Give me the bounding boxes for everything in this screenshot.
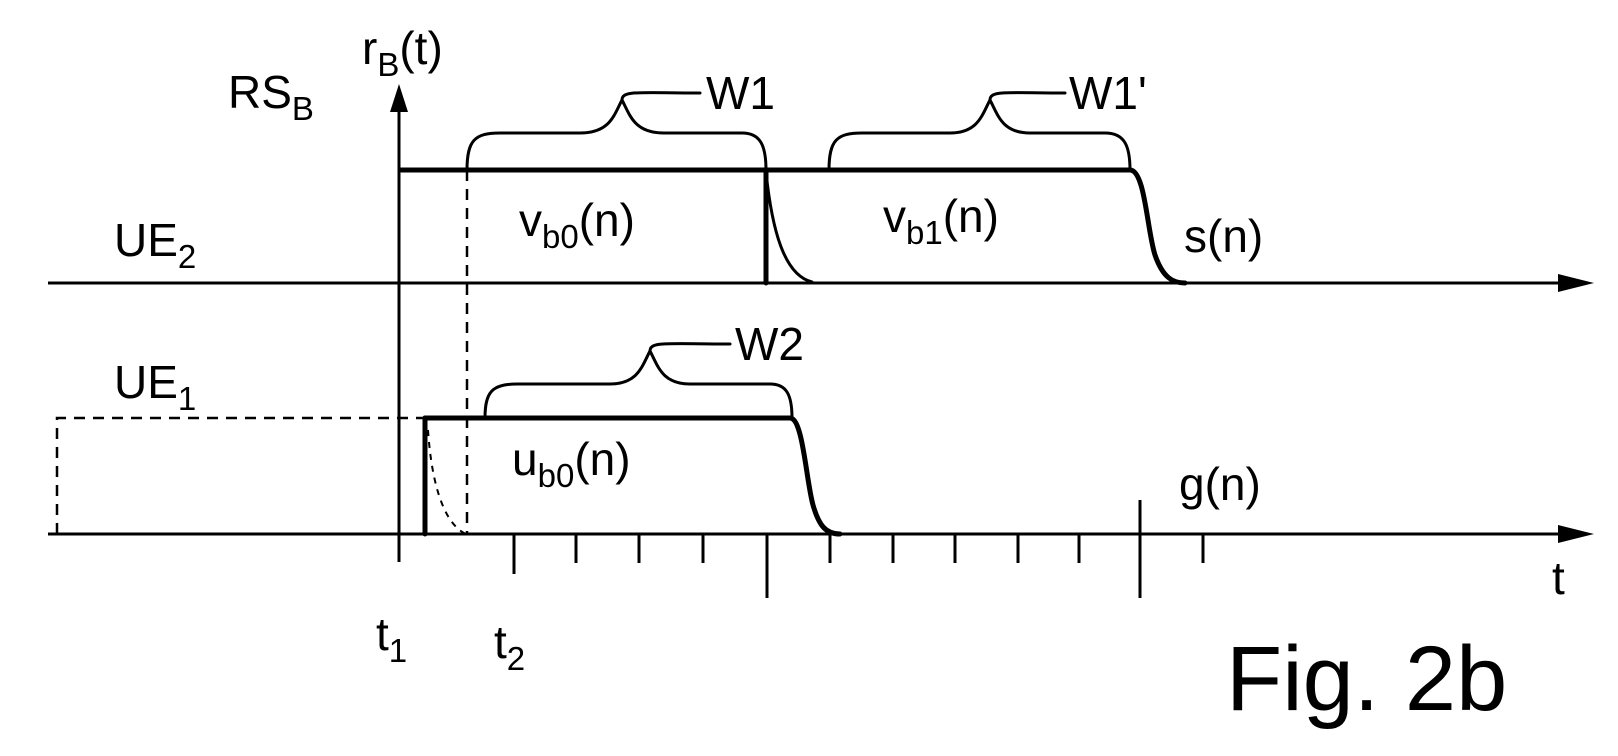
ue1-dashed-decay [428,430,466,534]
figure-label: Fig. 2b [1226,628,1507,730]
time-ticks [514,500,1203,598]
w2-label: W2 [735,318,804,370]
rb-axis-label: rB(t) [362,22,443,83]
t1-label: t1 [376,608,407,669]
brace-w2-leader [650,344,730,351]
ue1-signal-trace [425,418,840,534]
rb-axis-arrowhead [390,84,408,112]
gn-label: g(n) [1179,458,1261,510]
ue1-axis-arrowhead [1558,525,1594,543]
t-axis-label: t [1552,552,1565,604]
vb1-label: vb1(n) [883,190,999,251]
rsb-label: RSB [228,66,314,127]
vb0-label: vb0(n) [519,194,635,255]
ue1-label: UE1 [114,356,196,417]
brace-w1prime-leader [990,93,1065,100]
ue1-prev-block-dashed [57,418,425,534]
ue2-vb0-decay [766,172,812,282]
brace-w1-leader [622,93,700,100]
ub0-label: ub0(n) [512,433,631,494]
w1-label: W1 [706,67,775,119]
ue2-axis-arrowhead [1558,274,1594,292]
sn-label: s(n) [1184,210,1263,262]
ue2-label: UE2 [114,214,196,275]
t2-label: t2 [494,616,525,677]
w1prime-label: W1' [1069,67,1147,119]
